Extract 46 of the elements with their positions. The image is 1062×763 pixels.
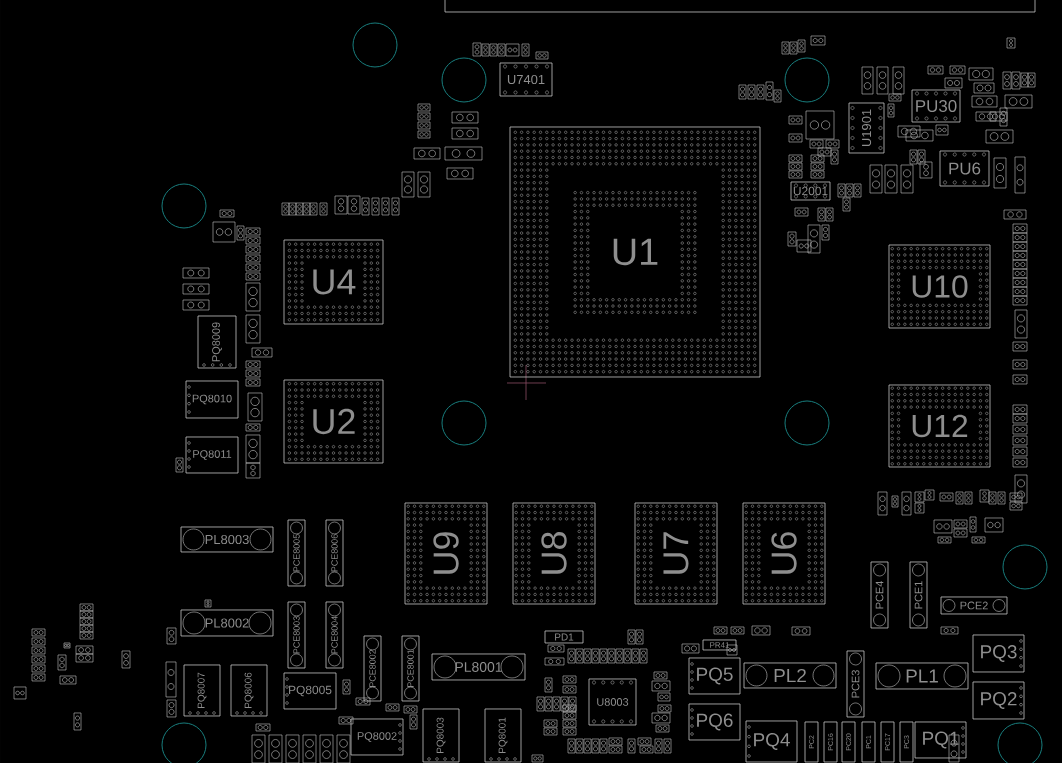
component-footprint: PL8001 bbox=[431, 653, 526, 681]
component-footprint: PQ8002 bbox=[350, 718, 404, 756]
component-footprint: PCE3 bbox=[846, 650, 865, 718]
component-footprint: PQ5 bbox=[688, 657, 741, 695]
component-footprint: U12 bbox=[888, 384, 991, 468]
component-footprint: U8 bbox=[512, 502, 596, 605]
component-footprint: PQ6 bbox=[688, 703, 741, 741]
component-footprint: PQ2 bbox=[972, 681, 1025, 720]
component-footprint: PL8003 bbox=[180, 526, 274, 553]
component-footprint: PL2 bbox=[743, 662, 837, 689]
component-footprint: U10 bbox=[888, 244, 991, 329]
component-footprint: U7 bbox=[634, 502, 718, 605]
component-footprint: PCE8006 bbox=[325, 519, 344, 587]
component-footprint: U8003 bbox=[588, 678, 637, 726]
component-footprint: PCE8005 bbox=[287, 519, 306, 587]
component-footprint: PQ1 bbox=[914, 721, 967, 759]
component-footprint: PCE2 bbox=[940, 596, 1008, 615]
component-footprint: PQ8007 bbox=[183, 664, 221, 717]
component-footprint: PL1 bbox=[875, 662, 969, 690]
component-footprint: U1 bbox=[509, 126, 761, 378]
component-footprint: U4 bbox=[283, 239, 384, 325]
component-footprint: U6 bbox=[742, 502, 826, 605]
component-footprint: PQ3 bbox=[972, 634, 1025, 673]
component-footprint: U2 bbox=[283, 379, 384, 464]
component-footprint: U2001 bbox=[790, 181, 831, 201]
component-footprint: PU30 bbox=[911, 89, 961, 123]
component-footprint: PQ8005 bbox=[283, 672, 337, 710]
component-footprint: PQ8009 bbox=[197, 315, 237, 369]
component-footprint: U1901 bbox=[848, 102, 885, 154]
component-footprint: PQ8003 bbox=[422, 708, 460, 763]
component-footprint: PD1 bbox=[544, 630, 584, 644]
component-footprint: PQ4 bbox=[745, 720, 798, 763]
component-footprint: PCE8001 bbox=[401, 635, 420, 702]
component-footprint: U9 bbox=[404, 502, 488, 605]
component-footprint: U7401 bbox=[499, 62, 553, 97]
component-footprint: PU6 bbox=[939, 150, 990, 187]
component-footprint: PQ8001 bbox=[484, 708, 522, 763]
component-footprint: PQ8011 bbox=[185, 436, 239, 474]
component-footprint: PQ8006 bbox=[230, 664, 268, 717]
component-footprint: PCE8004 bbox=[325, 601, 344, 669]
component-footprint: PL8002 bbox=[180, 609, 274, 637]
component-footprint: PCE1 bbox=[909, 561, 928, 629]
component-footprint: PCE8003 bbox=[287, 601, 306, 669]
component-footprint: PCE4 bbox=[870, 561, 889, 629]
component-footprint: PCE8002 bbox=[363, 635, 382, 702]
component-footprint: PQ8010 bbox=[185, 380, 239, 419]
